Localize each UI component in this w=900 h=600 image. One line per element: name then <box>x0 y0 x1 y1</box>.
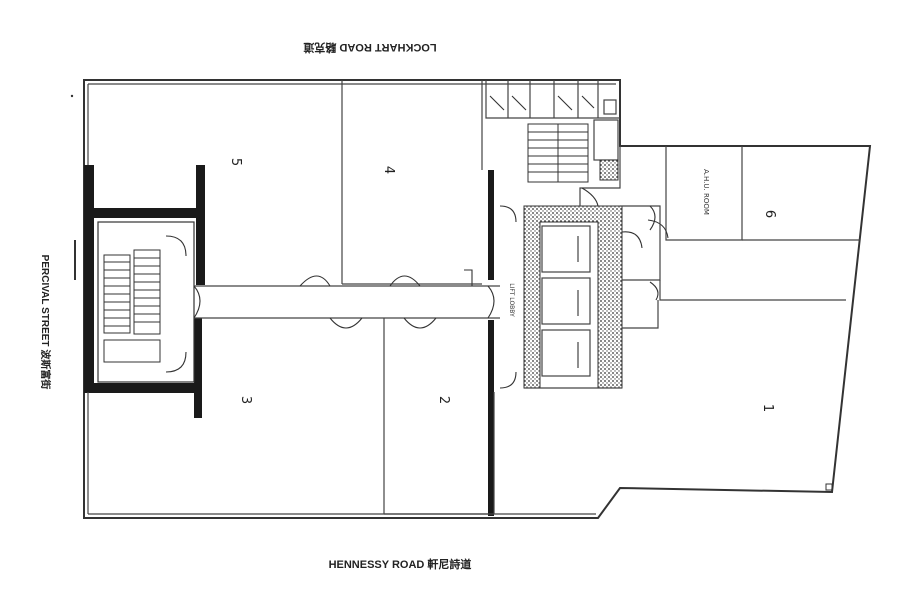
street-label-top: LOCKHART ROAD 駱克道 <box>303 41 436 55</box>
left-street-mark <box>74 240 76 280</box>
corridor <box>193 269 500 329</box>
lift-core <box>499 205 623 389</box>
svg-text:PERCIVAL STREET 波斯富街: PERCIVAL STREET 波斯富街 <box>39 255 52 390</box>
unit-1-room <box>493 392 833 514</box>
unit-number-4: 4 <box>381 166 396 174</box>
ahu-room <box>647 146 743 241</box>
scan-dot <box>70 94 74 98</box>
lift-lobby-label: LIFT LOBBY <box>508 283 515 317</box>
svg-text:4: 4 <box>381 166 396 174</box>
unit-number-6: 6 <box>762 210 777 218</box>
svg-text:LOCKHART ROAD 駱克道: LOCKHART ROAD 駱克道 <box>303 41 436 55</box>
svg-text:A.H.U. ROOM: A.H.U. ROOM <box>702 169 710 215</box>
unit-5-room <box>87 80 343 284</box>
lift-car-1 <box>541 225 591 273</box>
right-passage <box>579 146 846 329</box>
building-outline <box>83 79 872 519</box>
left-stair-treads <box>103 249 161 363</box>
ahu-room-label: A.H.U. ROOM <box>702 169 710 215</box>
svg-text:3: 3 <box>238 396 253 404</box>
svg-text:5: 5 <box>228 158 243 166</box>
svg-text:1: 1 <box>760 404 775 412</box>
service-rooms <box>485 80 620 119</box>
unit-2-room <box>384 170 494 516</box>
svg-text:2: 2 <box>436 396 451 404</box>
right-stair <box>527 119 619 183</box>
svg-text:LIFT LOBBY: LIFT LOBBY <box>508 283 515 317</box>
unit-number-2: 2 <box>436 396 451 404</box>
street-label-left: PERCIVAL STREET 波斯富街 <box>39 255 52 390</box>
lift-car-2 <box>541 277 591 325</box>
svg-text:6: 6 <box>762 210 777 218</box>
lift-car-3 <box>541 329 591 377</box>
unit-3-room <box>87 318 385 514</box>
unit-number-1: 1 <box>760 404 775 412</box>
street-label-bottom: HENNESSY ROAD 軒尼詩道 <box>329 557 472 571</box>
unit-number-3: 3 <box>238 396 253 404</box>
unit-number-5: 5 <box>228 158 243 166</box>
unit-4-room <box>342 80 483 285</box>
left-stair-core <box>84 165 205 418</box>
